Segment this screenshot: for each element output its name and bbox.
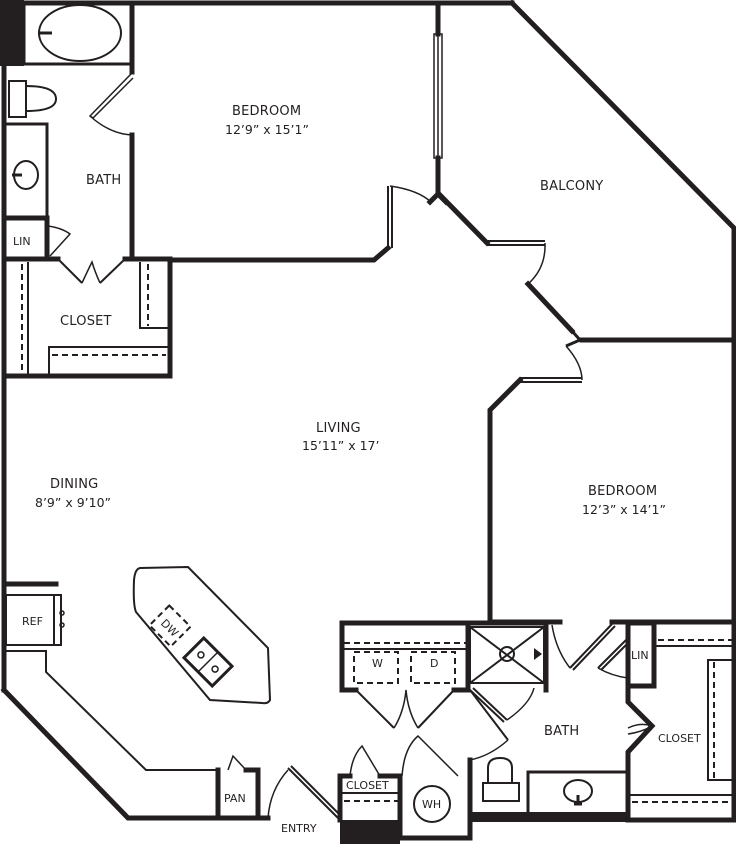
- bedroom2-wall-west: [487, 376, 524, 625]
- closet1-bifold-door[interactable]: [57, 258, 126, 284]
- wall-east: [508, 0, 736, 823]
- bath2-vanity: [526, 770, 626, 812]
- lin2-door-swing: [597, 667, 629, 679]
- shower-door[interactable]: [469, 687, 508, 723]
- closet3-wall-right: [377, 773, 473, 841]
- balcony-door-right[interactable]: [520, 377, 582, 383]
- laundry-wall-bottom: [339, 620, 471, 693]
- balcony-door-left[interactable]: [487, 240, 545, 246]
- fixture-label-washer: W: [372, 657, 383, 670]
- bath1-door[interactable]: [88, 73, 134, 119]
- bedroom1-wall-bottom: [167, 244, 392, 263]
- toilet-tank-icon: [8, 80, 27, 118]
- lin1-door[interactable]: [47, 225, 72, 257]
- refrigerator-handle-icon: [59, 610, 65, 616]
- refrigerator-handle-icon: [59, 622, 65, 628]
- shower-drain-icon: [499, 646, 515, 662]
- laundry-walls: [339, 620, 471, 693]
- toilet-bowl-icon: [487, 756, 513, 783]
- toilet-tank-icon: [482, 782, 520, 802]
- kitchen-counter: [4, 650, 216, 771]
- entry-door-swing: [267, 769, 289, 819]
- room-label-pantry: PAN: [224, 792, 246, 805]
- lin2-walls: [625, 620, 657, 689]
- wall-southwest: [0, 686, 221, 821]
- dryer: [410, 651, 456, 684]
- fixture-label-wh: WH: [422, 798, 441, 811]
- kitchen-sink-icon: [181, 635, 235, 689]
- room-dims-bedroom2: 12’3” x 14’1”: [582, 502, 666, 517]
- wall-block-bath2: [470, 812, 630, 822]
- room-label-dining: DINING: [50, 477, 98, 492]
- closet1-shelf-right: [139, 262, 168, 329]
- closet1-door-swing: [81, 259, 101, 284]
- bath2-bedroom-door-swing: [551, 624, 571, 669]
- dishwasher: [148, 604, 192, 648]
- balcony-wall-diag2: [524, 280, 576, 335]
- room-label-balcony: BALCONY: [540, 179, 603, 194]
- entry-door[interactable]: [287, 765, 342, 819]
- tub-alcove-wall: [22, 3, 132, 66]
- laundry-bifold-door[interactable]: [355, 689, 455, 729]
- room-label-bath2: BATH: [544, 724, 579, 739]
- shower-walls: [465, 620, 549, 693]
- closet3-door[interactable]: [349, 744, 381, 777]
- room-dims-living: 15’11” x 17’: [302, 438, 379, 453]
- closet2-door-swing: [627, 723, 654, 735]
- closet2-shelf-right: [707, 659, 732, 781]
- refrigerator: [5, 594, 62, 646]
- closet3-wall-left: [337, 773, 353, 823]
- room-label-bedroom1: BEDROOM: [232, 104, 301, 119]
- bath2-door-swing: [469, 739, 509, 761]
- washer: [353, 651, 399, 684]
- room-label-closet3: CLOSET: [346, 779, 389, 792]
- wh-door[interactable]: [401, 734, 459, 777]
- balcony-door-swing-right: [565, 345, 583, 381]
- room-label-entry: ENTRY: [281, 822, 317, 835]
- room-label-living: LIVING: [316, 421, 361, 436]
- shower-door-swing: [506, 687, 535, 721]
- fixture-label-ref: REF: [22, 615, 43, 628]
- balcony-wall-diag1: [436, 191, 491, 247]
- sink-faucet-icon: [574, 795, 582, 806]
- vanity-counter: [4, 122, 49, 218]
- wall-block-entry-closet: [340, 820, 400, 844]
- room-label-closet1: CLOSET: [60, 314, 112, 329]
- closet1-walls: [1, 256, 173, 379]
- room-label-lin1: LIN: [13, 235, 31, 248]
- room-dims-bedroom1: 12’9” x 15’1”: [225, 122, 309, 137]
- bath2-door[interactable]: [469, 689, 509, 741]
- room-label-closet2: CLOSET: [658, 732, 701, 745]
- kitchen-island: [132, 565, 272, 705]
- wall-block-top-left: [0, 0, 24, 66]
- balcony-door-jamb: [565, 330, 583, 348]
- balcony-door-swing-left: [527, 242, 546, 285]
- lin1-wall: [1, 215, 50, 261]
- lin2-door[interactable]: [597, 639, 629, 671]
- closet2-wall-west: [625, 683, 656, 775]
- fixture-label-dryer: D: [430, 657, 438, 670]
- room-label-bath1: BATH: [86, 173, 121, 188]
- bath1-door-swing: [89, 115, 133, 136]
- bath2-bedroom-door[interactable]: [569, 623, 616, 671]
- toilet-bowl-icon: [25, 85, 58, 112]
- laundry-door-swing: [393, 689, 419, 729]
- shower: [469, 626, 545, 684]
- pantry-door[interactable]: [227, 754, 247, 771]
- room-dims-dining: 8’9” x 9’10”: [35, 495, 111, 510]
- bedroom1-door-swing: [389, 185, 432, 203]
- room-label-lin2: LIN: [631, 649, 649, 662]
- water-heater: [413, 785, 451, 823]
- room-label-bedroom2: BEDROOM: [588, 484, 657, 499]
- closet1-shelf-bottom: [48, 346, 168, 374]
- bedroom1-door[interactable]: [387, 186, 393, 248]
- shower-head-icon: [534, 648, 542, 660]
